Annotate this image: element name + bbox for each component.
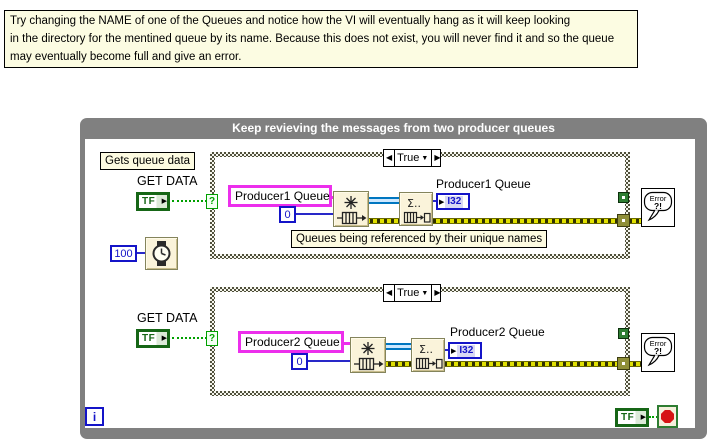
queue-name-constant-2[interactable]: Producer2 Queue bbox=[238, 331, 344, 353]
queue-refnum-wire-2 bbox=[386, 343, 411, 350]
tf-label: TF bbox=[621, 412, 635, 423]
case-prev-icon[interactable]: ◀ bbox=[384, 285, 396, 301]
loop-condition-terminal[interactable] bbox=[657, 405, 678, 428]
svg-text:Error: Error bbox=[650, 194, 667, 203]
svg-text:Σ..: Σ.. bbox=[407, 197, 421, 210]
case2-selector-tunnel: ? bbox=[206, 331, 218, 346]
timeout-constant-2[interactable]: 0 bbox=[291, 353, 308, 370]
case1-tunnel-boolean bbox=[618, 192, 629, 203]
case-selector-label[interactable]: True bbox=[397, 152, 420, 164]
obtain-queue-glyph bbox=[337, 196, 367, 225]
error-wire-1 bbox=[352, 218, 642, 224]
case-dropdown-icon[interactable]: ▼ bbox=[421, 154, 429, 162]
queue-refnum-wire-1 bbox=[369, 197, 399, 204]
get-data-label-1: GET DATA bbox=[137, 174, 198, 188]
queue-name-constant-1[interactable]: Producer1 Queue bbox=[228, 185, 332, 207]
comment-box: Try changing the NAME of one of the Queu… bbox=[4, 10, 638, 68]
error-bubble-glyph: Error ?! bbox=[643, 191, 673, 222]
wristwatch-icon bbox=[152, 241, 171, 266]
case2-tunnel-error bbox=[617, 357, 630, 370]
wait-ms-icon[interactable] bbox=[145, 237, 178, 270]
i32-indicator-1[interactable]: ▶ I32 bbox=[436, 193, 470, 210]
tf-label: TF bbox=[142, 196, 156, 207]
error-wire-2 bbox=[370, 361, 642, 367]
svg-text:?!: ?! bbox=[654, 201, 662, 211]
stop-sign-icon bbox=[661, 410, 674, 423]
tf-arrow-icon: ▶ bbox=[161, 335, 167, 342]
i32-indicator-2[interactable]: ▶ I32 bbox=[448, 342, 482, 359]
indicator-type: I32 bbox=[457, 344, 476, 357]
comment-line: in the directory for the mentined queue … bbox=[10, 33, 615, 45]
tf-arrow-icon: ▶ bbox=[161, 198, 167, 205]
while-loop-title: Keep revieving the messages from two pro… bbox=[232, 121, 555, 135]
indicator-type: I32 bbox=[445, 195, 464, 208]
data-wire-2 bbox=[443, 349, 450, 351]
svg-text:Error: Error bbox=[650, 339, 667, 348]
timeout-wire-2 bbox=[308, 360, 350, 362]
string-wire-2 bbox=[342, 342, 350, 345]
svg-text:Σ..: Σ.. bbox=[419, 343, 433, 356]
get-data-boolean-1[interactable]: TF ▶ bbox=[136, 192, 170, 211]
loop-iteration-terminal: i bbox=[85, 407, 104, 426]
indicator-arrow-icon: ▶ bbox=[439, 198, 445, 206]
dequeue-glyph: Σ.. bbox=[403, 197, 431, 224]
dequeue-element-icon-1[interactable]: Σ.. bbox=[399, 192, 433, 226]
boolean-wire-2 bbox=[172, 337, 207, 339]
stop-wire bbox=[649, 416, 658, 418]
obtain-queue-glyph bbox=[354, 342, 384, 371]
data-wire-1 bbox=[431, 200, 437, 202]
wait-wire bbox=[136, 252, 146, 254]
stop-boolean[interactable]: TF ▶ bbox=[615, 408, 649, 427]
error-handler-icon-1[interactable]: Error ?! bbox=[641, 188, 675, 227]
get-data-boolean-2[interactable]: TF ▶ bbox=[136, 329, 170, 348]
dequeue-element-icon-2[interactable]: Σ.. bbox=[411, 338, 445, 372]
get-data-label-2: GET DATA bbox=[137, 311, 198, 325]
case2-selector[interactable]: ◀ True ▼ ▶ bbox=[383, 284, 441, 302]
case2-tunnel-boolean bbox=[618, 328, 629, 339]
obtain-queue-icon-2[interactable] bbox=[350, 337, 386, 373]
gets-queue-data-label: Gets queue data bbox=[100, 152, 196, 170]
case-prev-icon[interactable]: ◀ bbox=[384, 150, 396, 166]
queues-note-label: Queues being referenced by their unique … bbox=[291, 230, 548, 248]
tf-label: TF bbox=[142, 333, 156, 344]
case-next-icon[interactable]: ▶ bbox=[431, 150, 442, 166]
tf-arrow-icon: ▶ bbox=[640, 414, 646, 421]
case-next-icon[interactable]: ▶ bbox=[431, 285, 442, 301]
timeout-constant-1[interactable]: 0 bbox=[279, 206, 296, 223]
dequeue-glyph: Σ.. bbox=[415, 343, 443, 370]
comment-line: may eventually become full and give an e… bbox=[10, 51, 242, 63]
case1-selector[interactable]: ◀ True ▼ ▶ bbox=[383, 149, 441, 167]
case1-selector-tunnel: ? bbox=[206, 194, 218, 209]
obtain-queue-icon-1[interactable] bbox=[333, 191, 369, 227]
svg-text:?!: ?! bbox=[654, 346, 662, 356]
case1-tunnel-error bbox=[617, 214, 630, 227]
error-handler-icon-2[interactable]: Error ?! bbox=[641, 333, 675, 372]
comment-line: Try changing the NAME of one of the Queu… bbox=[10, 15, 571, 27]
indicator-label-2: Producer2 Queue bbox=[450, 325, 545, 339]
indicator-label-1: Producer1 Queue bbox=[436, 177, 531, 191]
case-dropdown-icon[interactable]: ▼ bbox=[421, 289, 429, 297]
indicator-arrow-icon: ▶ bbox=[451, 347, 457, 355]
wait-ms-constant[interactable]: 100 bbox=[110, 245, 137, 262]
boolean-wire-1 bbox=[172, 200, 207, 202]
timeout-wire-1 bbox=[296, 213, 334, 215]
error-bubble-glyph: Error ?! bbox=[643, 336, 673, 367]
case-selector-label[interactable]: True bbox=[397, 287, 420, 299]
